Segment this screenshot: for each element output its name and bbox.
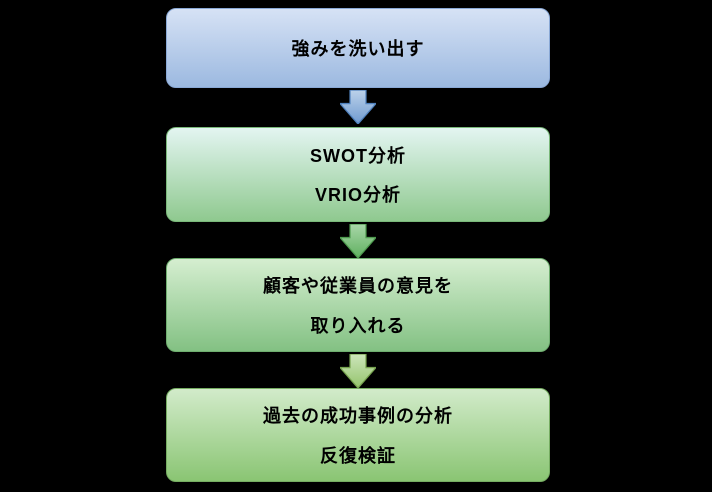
flow-step-2-label-2: VRIO分析 <box>314 185 401 206</box>
flow-step-4-label-2: 反復検証 <box>320 445 396 466</box>
flow-step-incorporate-opinions: 顧客や従業員の意見を 取り入れる <box>166 258 550 352</box>
flow-step-1-label: 強みを洗い出す <box>291 39 425 59</box>
arrow-down-icon-1 <box>340 90 376 124</box>
flow-step-3-label-2: 取り入れる <box>310 315 406 336</box>
arrow-down-icon-3 <box>340 354 376 388</box>
flow-step-4-label-1: 過去の成功事例の分析 <box>263 406 453 427</box>
flow-step-analyze-and-verify: 過去の成功事例の分析 反復検証 <box>166 388 550 482</box>
flow-step-2-label-1: SWOT分析 <box>310 145 406 166</box>
flow-step-identify-strengths: 強みを洗い出す <box>166 8 550 88</box>
flow-step-analysis-frameworks: SWOT分析 VRIO分析 <box>166 127 550 222</box>
arrow-down-icon-2 <box>340 224 376 258</box>
flow-step-3-label-1: 顧客や従業員の意見を <box>263 276 453 297</box>
